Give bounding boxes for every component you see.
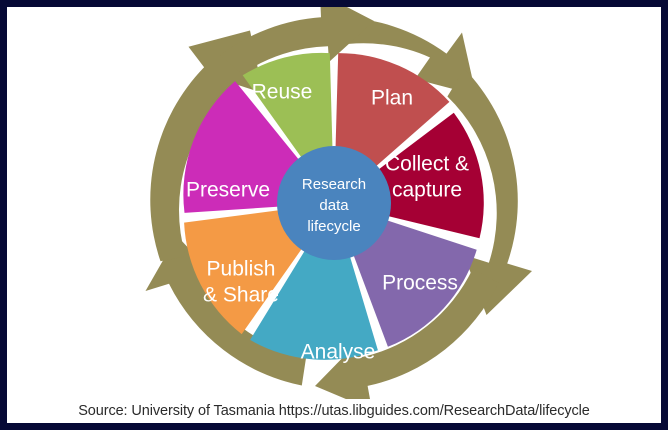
- arrow-ring: [145, 7, 532, 399]
- segment-label-publish-share-line2: & Share: [203, 284, 279, 307]
- segment-label-analyse: Analyse: [301, 341, 376, 364]
- arrow-left-icon: [150, 30, 263, 262]
- hub-label-line1: Research: [302, 176, 366, 193]
- arrow-top-right-icon: [334, 16, 476, 95]
- hub-label-line3: lifecycle: [307, 218, 360, 235]
- lifecycle-wheel-svg: Plan Collect & capture Process Analyse P…: [145, 7, 532, 399]
- arrow-top-left-icon: [220, 7, 374, 74]
- segment-label-process: Process: [382, 272, 458, 295]
- lifecycle-diagram: Plan Collect & capture Process Analyse P…: [7, 7, 661, 399]
- segment-label-reuse: Reuse: [252, 81, 313, 104]
- segment-analyse[interactable]: [250, 203, 378, 360]
- arrow-right-icon: [447, 68, 532, 315]
- segment-label-publish-share-line1: Publish: [207, 258, 276, 281]
- segment-label-preserve: Preserve: [186, 179, 270, 202]
- arrow-bottom-left-icon: [145, 236, 307, 386]
- source-caption: Source: University of Tasmania https://u…: [78, 403, 590, 419]
- hub-circle: [277, 146, 391, 260]
- segment-label-collect-capture-line2: capture: [392, 179, 462, 202]
- segment-label-plan: Plan: [371, 87, 413, 110]
- hub-label-line2: data: [319, 197, 349, 214]
- arrow-bottom-right-icon: [315, 269, 499, 399]
- segment-label-collect-capture-line1: Collect &: [385, 153, 469, 176]
